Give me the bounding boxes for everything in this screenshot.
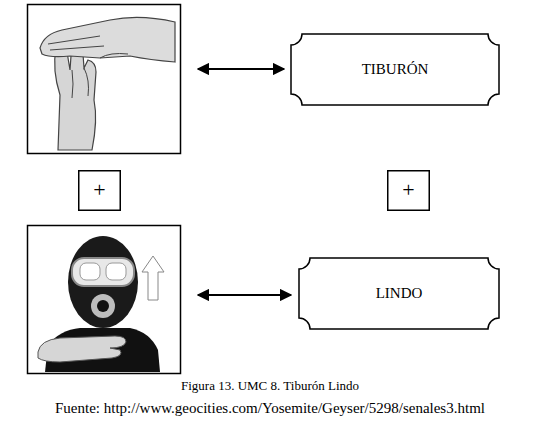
double-arrow	[198, 294, 291, 296]
node-text: +	[402, 178, 414, 202]
diver-picture	[28, 226, 181, 374]
term-box: TIBURÓN	[290, 33, 500, 106]
figure-caption: Figura 13. UMC 8. Tiburón Lindo	[0, 378, 540, 394]
plus-box: +	[387, 170, 430, 211]
box-border	[388, 171, 430, 211]
box-border	[299, 258, 499, 329]
hand-sign-picture	[28, 5, 181, 154]
box-border	[79, 171, 121, 211]
term-box: LINDO	[298, 257, 500, 330]
box-border	[291, 34, 499, 105]
plus-box: +	[78, 170, 121, 211]
node-text: +	[93, 178, 105, 202]
node-text: LINDO	[376, 285, 423, 302]
source-note: Fuente: http://www.geocities.com/Yosemit…	[0, 400, 540, 417]
node-text: TIBURÓN	[362, 61, 429, 78]
double-arrow	[198, 68, 284, 70]
